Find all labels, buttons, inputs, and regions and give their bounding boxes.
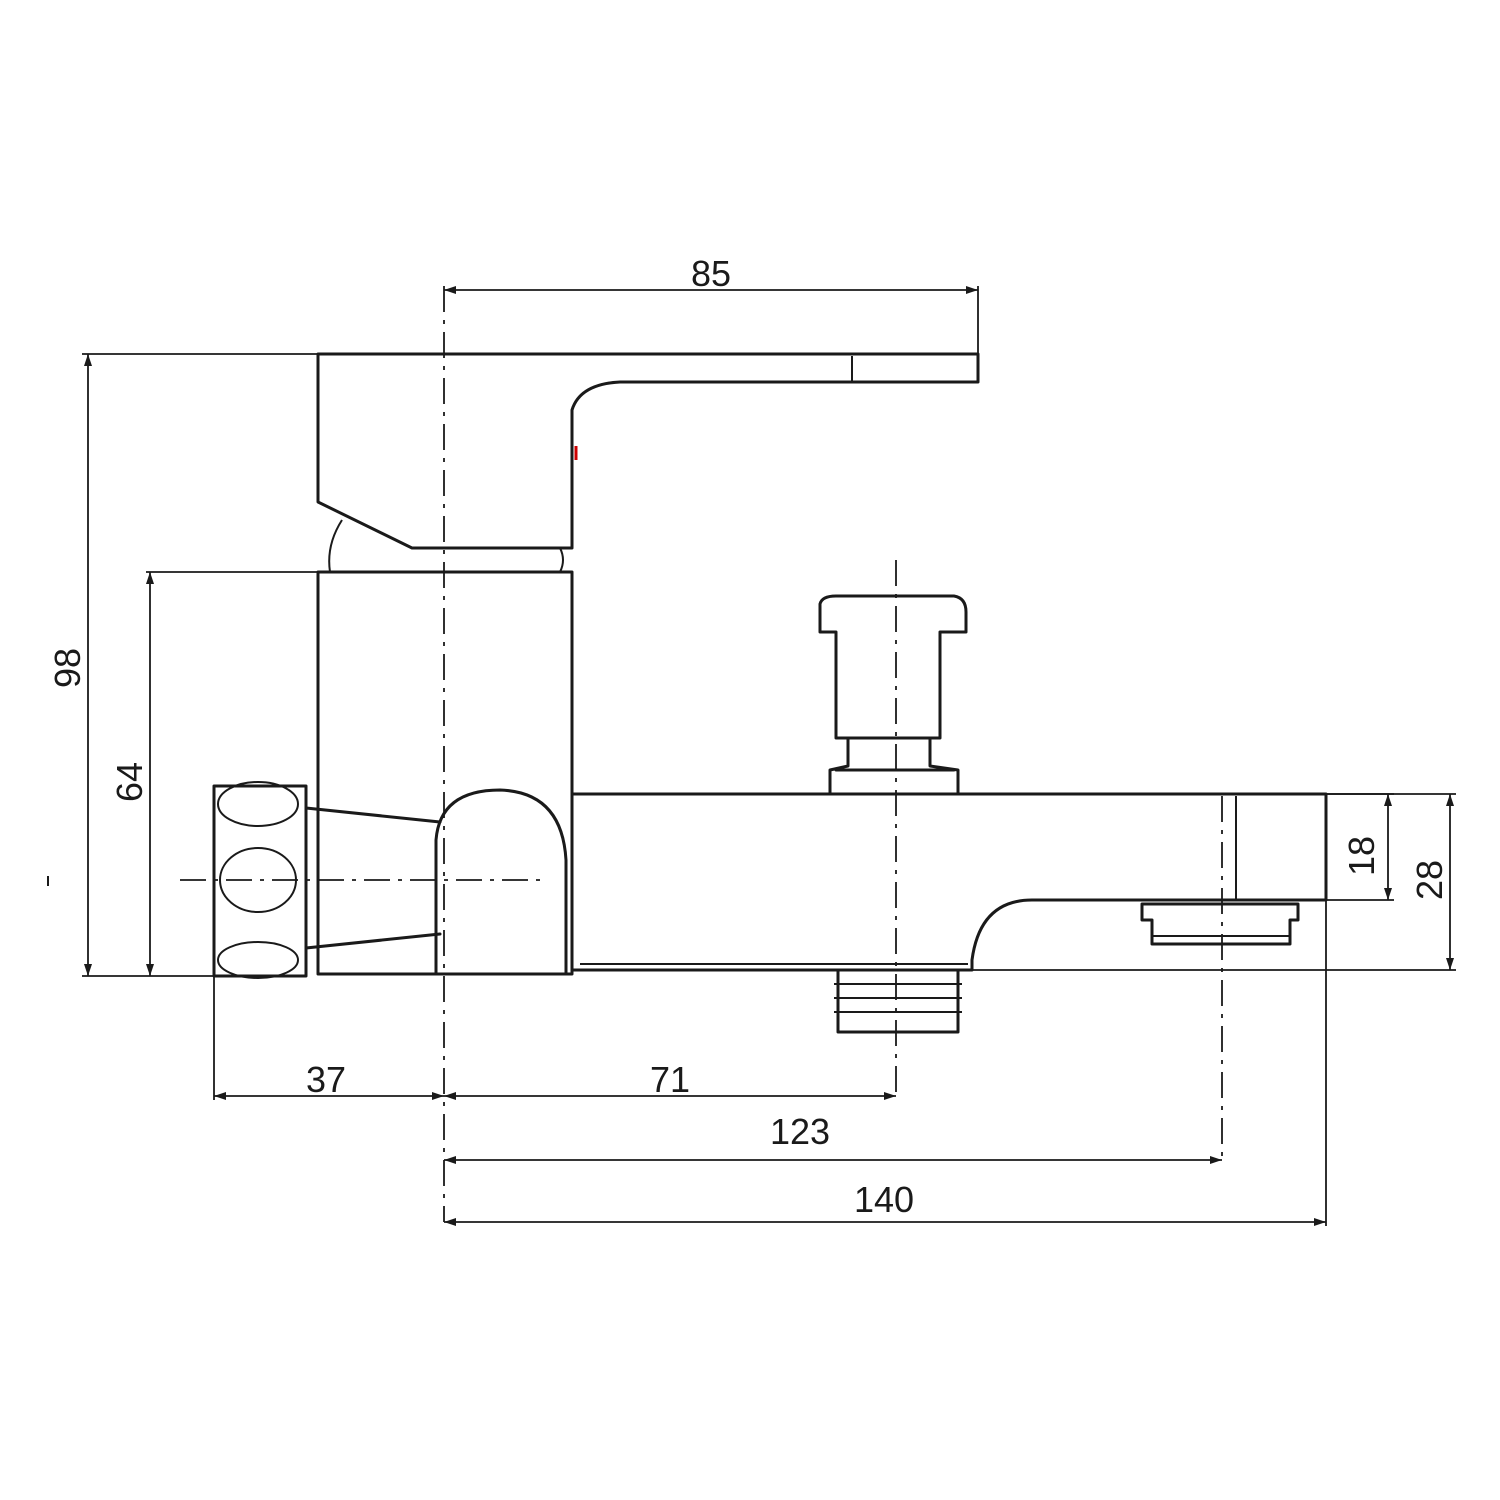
diverter-knob [818,594,968,740]
inlet-nut-bottom [217,941,299,979]
dim-28-label: 28 [1409,860,1450,900]
bottom-thread [836,968,960,1034]
dim-64-label: 64 [109,762,150,802]
dim-71-label: 71 [650,1059,690,1100]
dim-85-label: 85 [691,253,731,294]
dimension-arrowheads [84,286,1454,1226]
faucet-outline [212,352,1328,1034]
dim-140-label: 140 [854,1179,914,1220]
dim-37-label: 37 [306,1059,346,1100]
diverter-stem [828,736,960,796]
dimension-lines: 85 98 64 37 71 123 140 18 28 [47,253,1456,1226]
handle-lever [316,352,980,550]
dim-18-label: 18 [1341,836,1382,876]
dim-98-label: 98 [47,648,88,688]
inlet-nut-top [217,781,299,827]
inlet-pipe [304,806,442,950]
handle-neck-arc [328,519,564,573]
dim-123-label: 123 [770,1111,830,1152]
spout-aerator [1140,902,1300,946]
mixer-body [316,570,574,976]
spout-body [570,792,1328,972]
inlet-connector [212,784,308,978]
front-cover [434,788,568,976]
center-lines [47,286,1223,1222]
